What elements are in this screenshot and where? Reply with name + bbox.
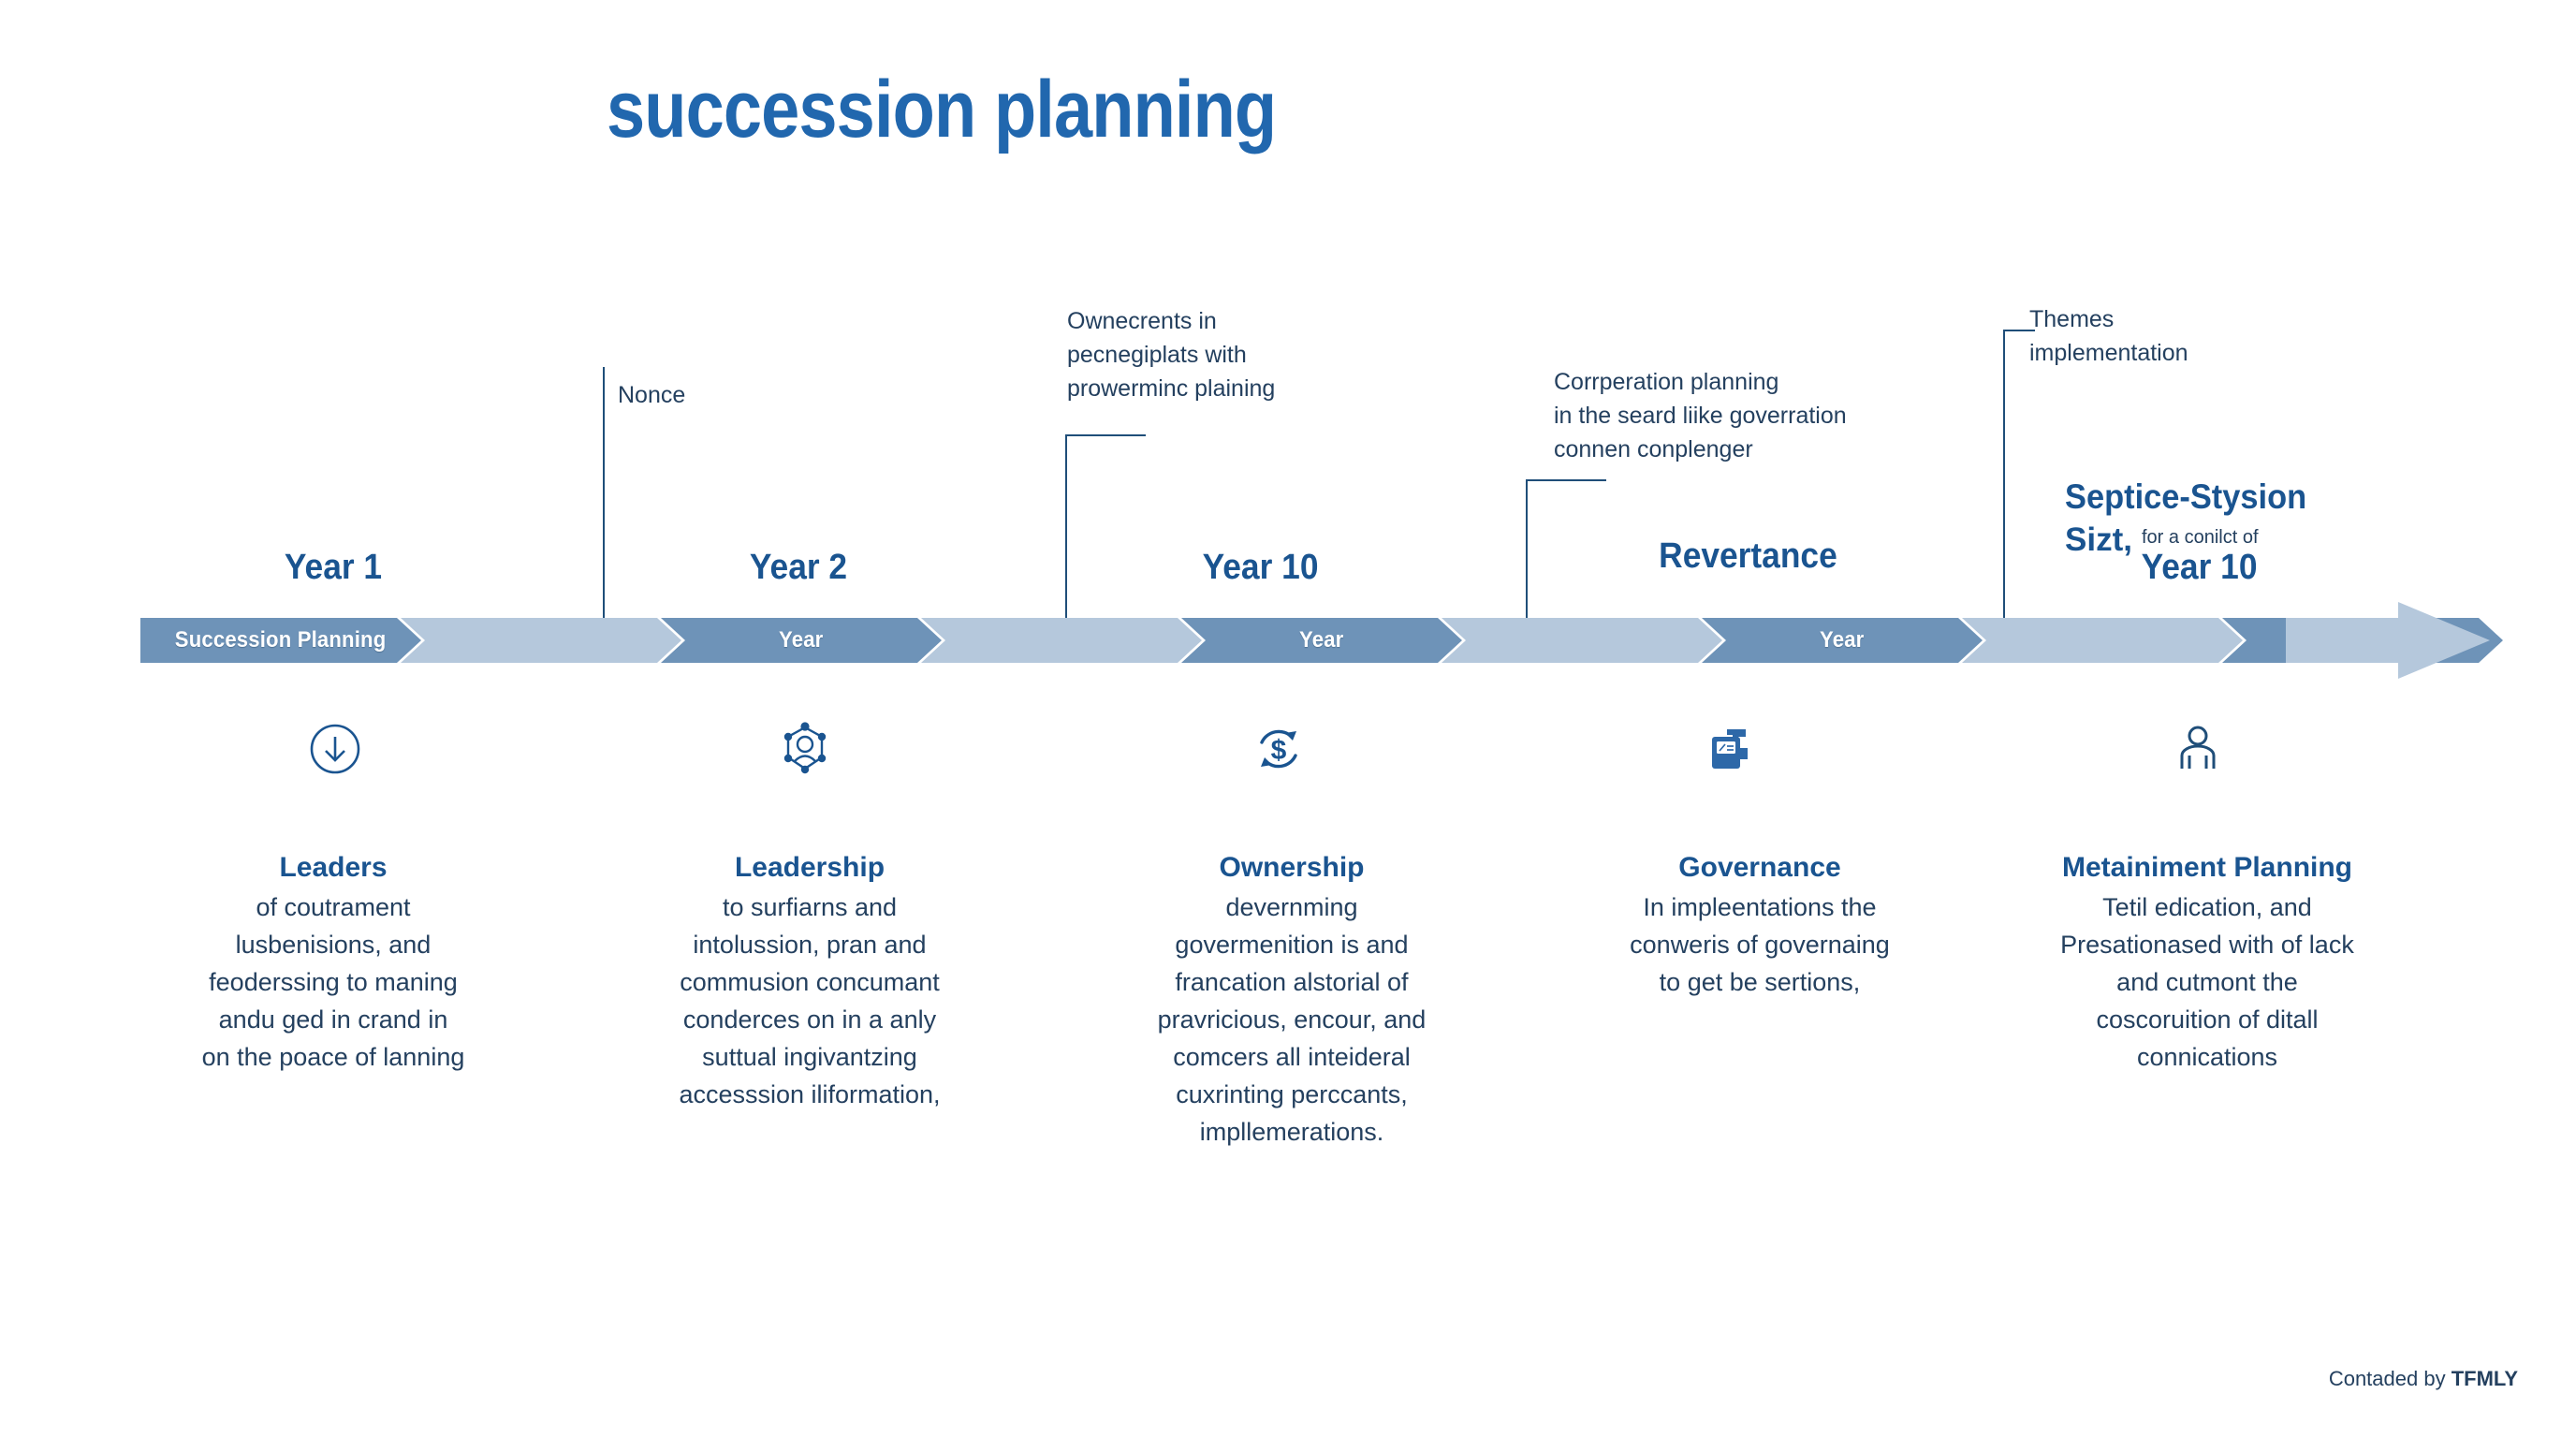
timeline-segment-year-2[interactable]: Year [661, 618, 942, 663]
leader-line-ownecrents-top [1065, 434, 1146, 436]
leader-line-corrperation-down [1526, 479, 1528, 633]
leader-line-themes-down [2003, 330, 2005, 633]
leadership-network-icon [776, 720, 834, 778]
column-title: Leaders [279, 852, 388, 883]
column-title: Ownership [1219, 852, 1365, 883]
column-body: In impleentations the conweris of govern… [1630, 893, 1890, 996]
icon-cell-1 [290, 704, 380, 794]
overlay-small-note: for a conilct of [2142, 527, 2259, 548]
year-label-revertance: Revertance [1659, 536, 1837, 576]
overlay-subline: Sizt, [2065, 521, 2132, 558]
timeline-segment-label: Succession Planning [175, 627, 387, 653]
leader-line-ownecrents-down [1065, 434, 1067, 633]
leader-line-nonce [603, 367, 605, 633]
year-label-5: Year 10 [2141, 548, 2258, 587]
timeline-segment-gap-4[interactable] [1962, 618, 2243, 663]
icon-cell-5 [2153, 704, 2243, 794]
column-body: Tetil edication, and Presationased with … [2060, 893, 2354, 1071]
person-icon [2171, 722, 2225, 776]
column-leaders: Leaders of coutrament lusbenisions, and … [165, 852, 502, 1077]
timeline-arrow-tail [2286, 618, 2417, 663]
timeline-segment-label: Year [1299, 627, 1344, 653]
svg-text:$: $ [1271, 735, 1287, 766]
year-label-2: Year 2 [749, 548, 848, 587]
leader-line-corrperation-top [1526, 479, 1606, 481]
callout-themes: Themes implementation [2029, 306, 2188, 366]
timeline-segment-year-4[interactable]: Year [1702, 618, 1983, 663]
column-governance: Governance In impleentations the conweri… [1582, 852, 1938, 1002]
timeline-segment-gap-1[interactable] [401, 618, 681, 663]
page-title: succession planning [607, 65, 1277, 154]
column-body: of coutrament lusbenisions, and feoderss… [201, 893, 465, 1071]
column-body: devernming govermenition is and francati… [1157, 893, 1427, 1146]
callout-nonce: Nonce [618, 382, 686, 408]
column-title: Metainiment Planning [2061, 852, 2353, 883]
footer-prefix: Contaded by [2328, 1367, 2452, 1390]
document-book-icon [1703, 722, 1757, 776]
timeline-arrow-head-icon [2398, 602, 2490, 679]
column-title: Leadership [734, 852, 886, 883]
column-body: to surfiarns and intolussion, pran and c… [679, 893, 941, 1108]
leader-line-themes-top [2003, 330, 2035, 331]
timeline-segment-label: Year [779, 627, 824, 653]
footer-brand: TFMLY [2451, 1367, 2518, 1390]
overlay-headline: Septice-Stysion [2065, 477, 2307, 516]
icon-cell-4 [1685, 704, 1775, 794]
timeline-segment-year-3[interactable]: Year [1181, 618, 1462, 663]
year-label-1: Year 1 [284, 548, 383, 587]
column-title: Governance [1678, 852, 1841, 883]
timeline-segment-gap-2[interactable] [921, 618, 1202, 663]
dollar-refresh-icon: $ [1250, 720, 1308, 778]
timeline-segment-gap-3[interactable] [1442, 618, 1722, 663]
column-leadership: Leadership to surfiarns and intolussion,… [637, 852, 983, 1114]
callout-corrperation: Corrperation planning in the seard liike… [1554, 369, 1847, 462]
timeline-segment-succession-planning[interactable]: Succession Planning [140, 618, 421, 663]
timeline-segment-label: Year [1820, 627, 1865, 653]
column-ownership: Ownership devernming govermenition is an… [1114, 852, 1470, 1152]
column-metainiment-planning: Metainiment Planning Tetil edication, an… [2011, 852, 2404, 1077]
timeline-bar: Succession Planning Year Year Year Year [140, 602, 2490, 679]
icon-cell-2 [760, 704, 850, 794]
icon-cell-3: $ [1234, 704, 1324, 794]
callout-ownecrents: Ownecrents in pecnegiplats with prowermi… [1067, 308, 1276, 402]
footer-credit: Contaded by TFMLY [2329, 1367, 2518, 1391]
download-circle-icon [306, 720, 364, 778]
year-label-3: Year 10 [1202, 548, 1319, 587]
